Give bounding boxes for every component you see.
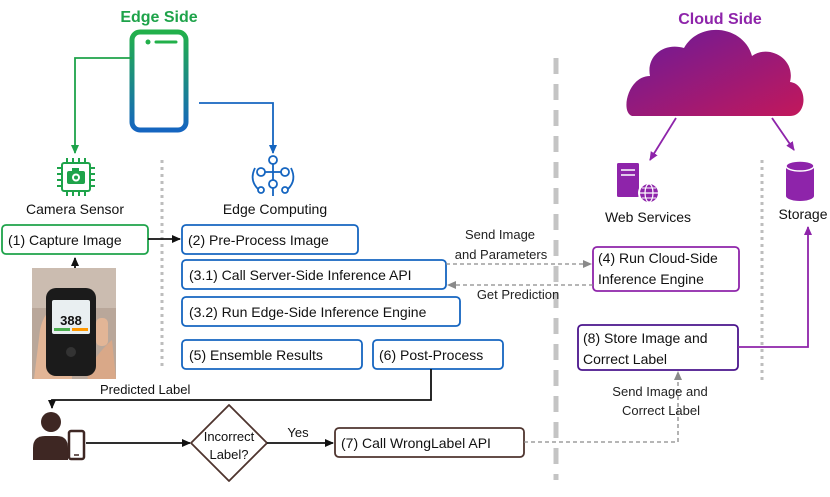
step-preprocess-label: (2) Pre-Process Image	[188, 232, 329, 248]
decision-line2: Label?	[209, 447, 248, 462]
step-store-box: (8) Store Image and Correct Label	[577, 324, 739, 371]
smartphone-icon	[129, 29, 189, 133]
edge-side-header: Edge Side	[120, 9, 197, 26]
step-cloud-engine-line1: (4) Run Cloud-Side	[598, 250, 718, 266]
glucose-meter-photo: 388	[32, 268, 116, 379]
edge-computing-icon	[251, 155, 295, 196]
database-icon	[785, 160, 815, 201]
step-run-edge-label: (3.2) Run Edge-Side Inference Engine	[189, 304, 427, 320]
cloud-to-storage-arrow	[771, 117, 795, 151]
step-store-line2: Correct Label	[583, 351, 667, 367]
user-with-phone-icon	[33, 412, 86, 461]
edge-computing-label: Edge Computing	[223, 201, 327, 217]
send-correct-label-line2: Correct Label	[622, 403, 700, 418]
step-capture-box: (1) Capture Image	[1, 224, 149, 255]
web-services-label: Web Services	[605, 209, 691, 225]
step-wronglabel-box: (7) Call WrongLabel API	[334, 427, 525, 458]
send-image-label-line1: Send Image	[465, 227, 535, 242]
predicted-label-arrow	[48, 369, 432, 409]
cloud-side-header: Cloud Side	[678, 11, 762, 28]
yes-label: Yes	[287, 425, 309, 440]
step-postprocess-box: (6) Post-Process	[372, 339, 504, 370]
step-capture-label: (1) Capture Image	[8, 232, 122, 248]
cloud-to-web-services-arrow	[649, 117, 677, 161]
step-run-edge-box: (3.2) Run Edge-Side Inference Engine	[181, 296, 461, 327]
send-correct-label-arrow	[524, 371, 682, 443]
camera-chip-icon	[57, 158, 95, 196]
meter-reading: 388	[60, 313, 82, 328]
send-correct-label-line1: Send Image and	[612, 384, 707, 399]
predicted-label-text: Predicted Label	[100, 382, 190, 397]
store-to-storage-arrow	[738, 226, 812, 348]
phone-to-edge-computing-arrow	[199, 102, 277, 154]
camera-sensor-label: Camera Sensor	[26, 201, 124, 217]
step-call-api-box: (3.1) Call Server-Side Inference API	[181, 259, 447, 290]
get-prediction-label: Get Prediction	[477, 287, 559, 302]
step-preprocess-box: (2) Pre-Process Image	[181, 224, 359, 255]
server-globe-icon	[617, 163, 660, 204]
cloud-icon	[626, 29, 804, 116]
step-wronglabel-label: (7) Call WrongLabel API	[341, 435, 491, 451]
phone-to-camera-arrow	[71, 57, 132, 154]
step-cloud-engine-box: (4) Run Cloud-Side Inference Engine	[592, 246, 740, 292]
storage-label: Storage	[778, 206, 827, 222]
step-postprocess-label: (6) Post-Process	[379, 347, 483, 363]
send-image-label-line2: and Parameters	[455, 247, 548, 262]
step-ensemble-box: (5) Ensemble Results	[181, 339, 363, 370]
decision-diamond: Incorrect Label?	[190, 404, 268, 482]
step-cloud-engine-line2: Inference Engine	[598, 271, 704, 287]
step-ensemble-label: (5) Ensemble Results	[189, 347, 323, 363]
step-call-api-label: (3.1) Call Server-Side Inference API	[189, 267, 412, 283]
decision-line1: Incorrect	[204, 429, 255, 444]
step-store-line1: (8) Store Image and	[583, 330, 708, 346]
